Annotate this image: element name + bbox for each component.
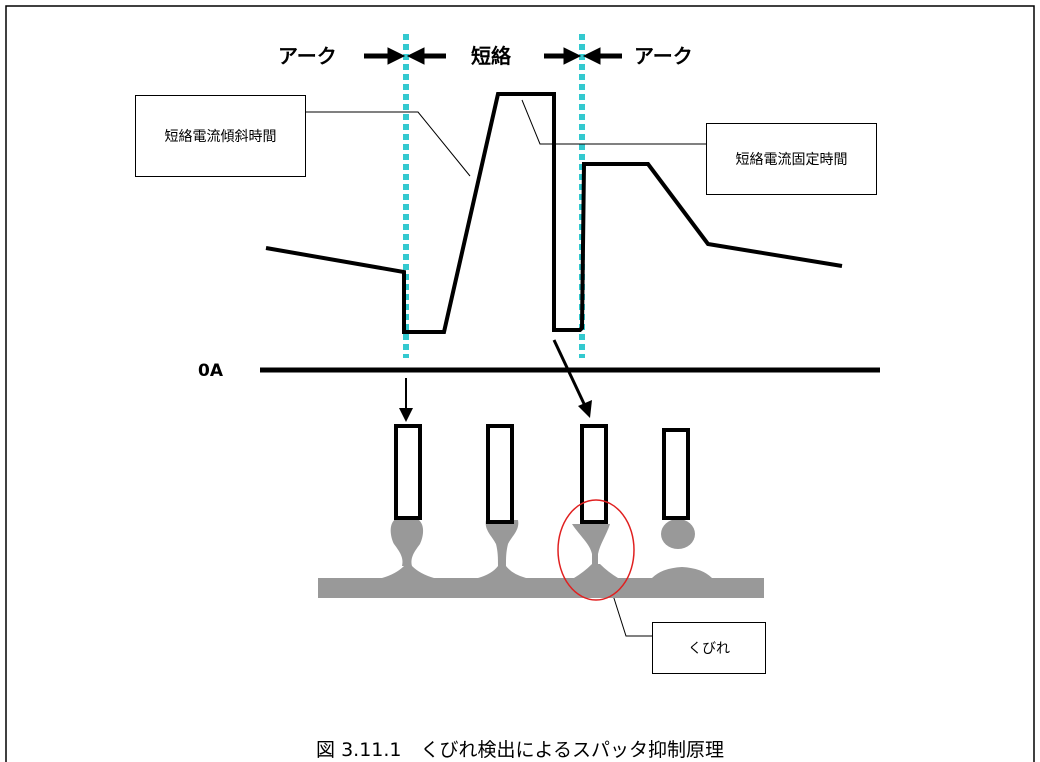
callout-necking: くびれ <box>652 622 766 674</box>
electrode-4 <box>662 428 690 520</box>
frame-border <box>5 5 1035 762</box>
droplet-3-necking <box>572 524 610 564</box>
detached-droplet <box>661 519 695 549</box>
electrode-1 <box>394 424 422 520</box>
necking-leader <box>611 591 652 637</box>
zero-current-label: 0A <box>198 361 223 381</box>
callout-slope-time: 短絡電流傾斜時間 <box>135 95 306 177</box>
current-waveform <box>265 92 843 334</box>
phase-label-short: 短絡 <box>471 44 511 68</box>
droplet-1 <box>390 516 424 566</box>
figure-caption: 図 3.11.1 くびれ検出によるスパッタ抑制原理 <box>316 739 724 761</box>
necking-circle <box>557 499 635 601</box>
fixed-time-leader <box>521 99 706 145</box>
phase-label-arc-right: アーク <box>634 44 693 68</box>
callout-fixed-time: 短絡電流固定時間 <box>706 123 877 195</box>
base-metal <box>318 564 764 598</box>
electrode-2 <box>486 424 514 524</box>
droplet-2 <box>485 520 519 566</box>
electrode-3 <box>580 424 608 524</box>
phase-label-arc-left: アーク <box>278 44 337 68</box>
electrode-arrows <box>399 339 592 422</box>
header-arrows <box>364 47 622 65</box>
slope-time-leader <box>306 111 471 177</box>
